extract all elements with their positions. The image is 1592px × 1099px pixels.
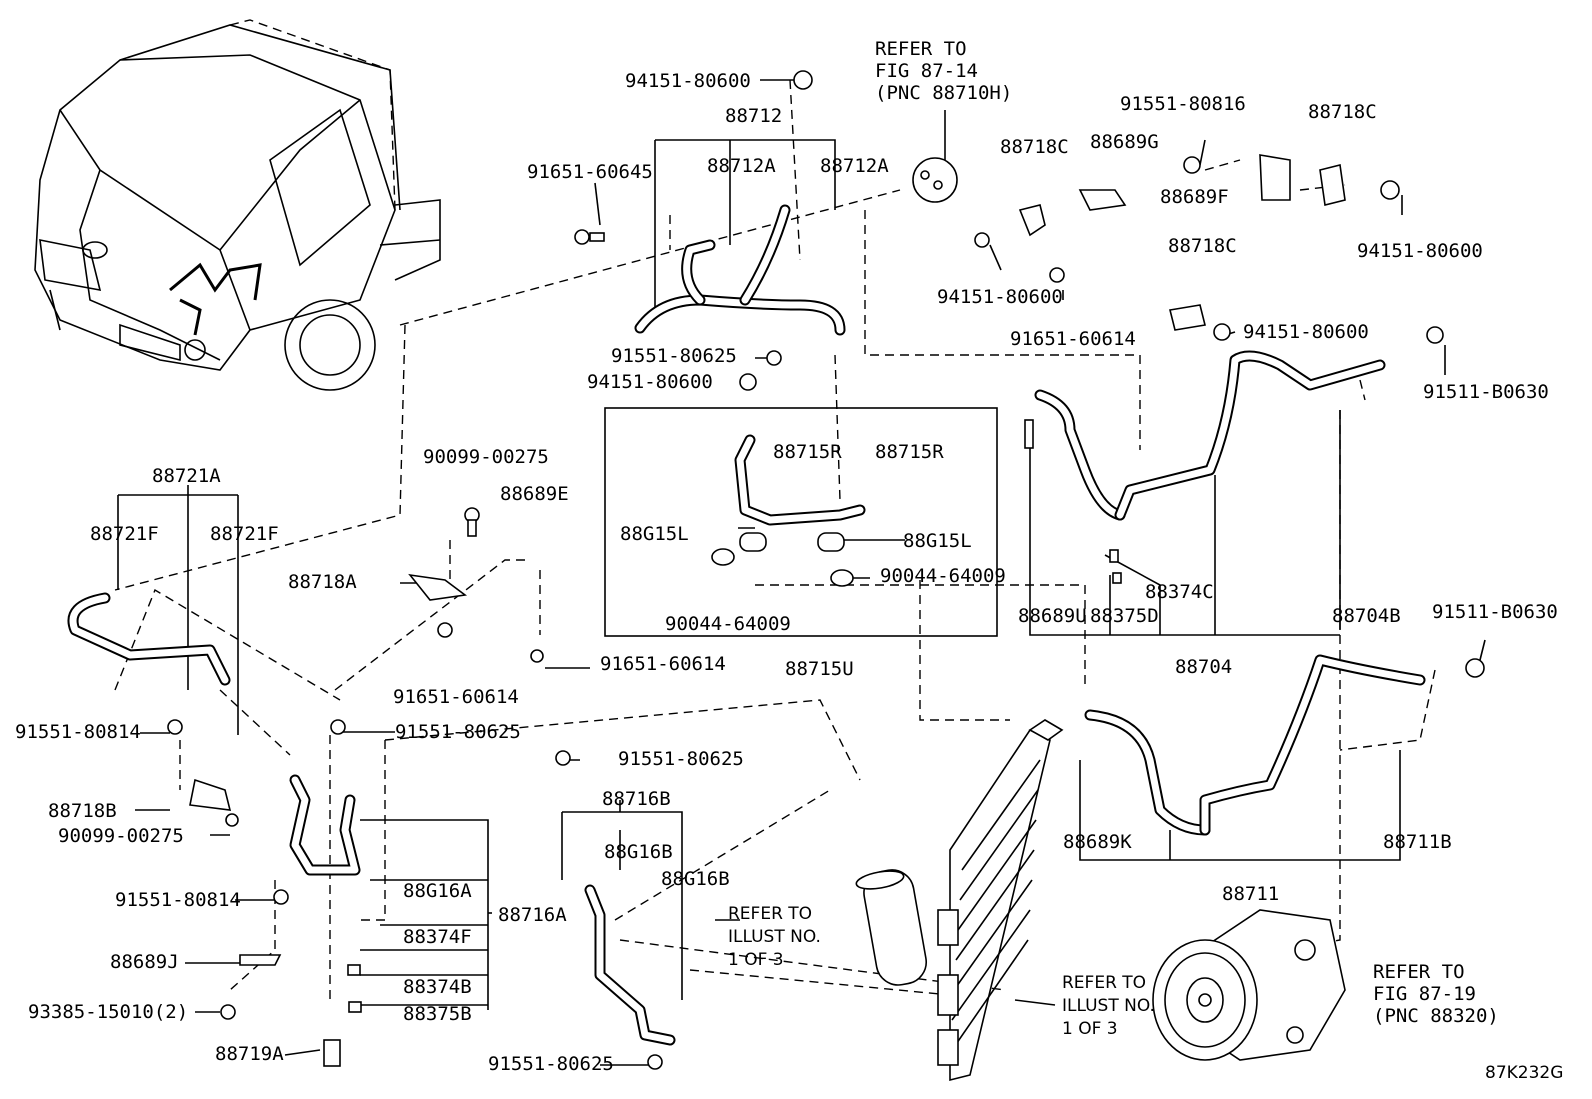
label-91551-80816: 91551-80816 xyxy=(1120,93,1246,115)
label-94151-80600-top: 94151-80600 xyxy=(625,70,751,92)
label-88718C-top-left: 88718C xyxy=(1000,136,1069,158)
label-88712: 88712 xyxy=(725,105,782,127)
label-90099-00275-top: 90099-00275 xyxy=(423,446,549,468)
label-88374F: 88374F xyxy=(403,926,472,948)
label-91551-80625-mid: 91551-80625 xyxy=(611,345,737,367)
figure-code: 87K232G xyxy=(1485,1063,1563,1083)
refer-illust-left-line1: REFER TO xyxy=(728,904,812,924)
label-88719A: 88719A xyxy=(215,1043,284,1065)
compressor xyxy=(1152,909,1346,1061)
label-88712A-left: 88712A xyxy=(707,155,776,177)
label-88715R-left: 88715R xyxy=(773,441,842,463)
label-88689F: 88689F xyxy=(1160,186,1229,208)
label-94151-80600-mid: 94151-80600 xyxy=(587,371,713,393)
label-94151-80600-right-top: 94151-80600 xyxy=(1357,240,1483,262)
refer-fig-87-14-line1: REFER TO xyxy=(875,38,967,60)
part-labels: 94151-80600 88712 88712A 88712A 91651-60… xyxy=(15,38,1563,1083)
label-88689J: 88689J xyxy=(110,951,179,973)
truck-illustration xyxy=(34,19,441,391)
label-88718B: 88718B xyxy=(48,800,117,822)
label-88715U: 88715U xyxy=(785,658,854,680)
refer-illust-right-line3: 1 OF 3 xyxy=(1062,1019,1118,1039)
label-88689U: 88689U xyxy=(1018,605,1087,627)
label-88718C-top-right: 88718C xyxy=(1308,101,1377,123)
label-88704: 88704 xyxy=(1175,656,1232,678)
label-90099-00275-bottom: 90099-00275 xyxy=(58,825,184,847)
label-88721F-right: 88721F xyxy=(210,523,279,545)
refer-illust-left-line2: ILLUST NO. xyxy=(728,927,821,947)
label-88689K: 88689K xyxy=(1063,831,1132,853)
label-88689G: 88689G xyxy=(1090,131,1159,153)
refer-fig-87-14-line2: FIG 87-14 xyxy=(875,60,978,82)
label-88G16B-right: 88G16B xyxy=(661,868,730,890)
refer-fig-87-19-line1: REFER TO xyxy=(1373,961,1465,983)
label-91551-80625-center: 91551-80625 xyxy=(618,748,744,770)
label-90044-64009-right: 90044-64009 xyxy=(880,565,1006,587)
label-88704B: 88704B xyxy=(1332,605,1401,627)
label-93385-15010: 93385-15010(2) xyxy=(28,1001,188,1023)
label-88G16A: 88G16A xyxy=(403,880,472,902)
refer-illust-right-line2: ILLUST NO. xyxy=(1062,996,1155,1016)
label-91551-80814-top: 91551-80814 xyxy=(15,721,141,743)
label-88711B: 88711B xyxy=(1383,831,1452,853)
refer-fig-87-14-line3: (PNC 88710H) xyxy=(875,82,1012,104)
label-91651-60614-right: 91651-60614 xyxy=(1010,328,1136,350)
label-88G15L-right: 88G15L xyxy=(903,530,972,552)
leader-lines xyxy=(114,79,1436,1000)
label-94151-80600-right-mid: 94151-80600 xyxy=(1243,321,1369,343)
label-88G15L-left: 88G15L xyxy=(620,523,689,545)
label-88374C: 88374C xyxy=(1145,581,1214,603)
label-91651-60614-left: 91651-60614 xyxy=(393,686,519,708)
label-91551-80625-left: 91551-80625 xyxy=(395,721,521,743)
label-88G16B-left: 88G16B xyxy=(604,841,673,863)
refer-fig-87-19-line2: FIG 87-19 xyxy=(1373,983,1476,1005)
callout-lines xyxy=(117,79,1486,1066)
refer-illust-right-line1: REFER TO xyxy=(1062,973,1146,993)
label-88711: 88711 xyxy=(1222,883,1279,905)
label-90044-64009-left: 90044-64009 xyxy=(665,613,791,635)
label-88712A-right: 88712A xyxy=(820,155,889,177)
receiver-dryer xyxy=(855,869,928,986)
label-88374B: 88374B xyxy=(403,976,472,998)
label-88718A: 88718A xyxy=(288,571,357,593)
label-91551-80625-bottom: 91551-80625 xyxy=(488,1053,614,1075)
label-88716A: 88716A xyxy=(498,904,567,926)
label-91651-60645: 91651-60645 xyxy=(527,161,653,183)
refer-illust-left-line3: 1 OF 3 xyxy=(728,950,784,970)
parts xyxy=(167,70,1485,1082)
refer-fig-87-19-line3: (PNC 88320) xyxy=(1373,1005,1499,1027)
label-91651-60614-mid: 91651-60614 xyxy=(600,653,726,675)
label-91511-B0630-top: 91511-B0630 xyxy=(1423,381,1549,403)
label-94151-80600-left-mid: 94151-80600 xyxy=(937,286,1063,308)
condenser xyxy=(937,719,1064,1082)
label-88715R-right: 88715R xyxy=(875,441,944,463)
label-91551-80814-bottom: 91551-80814 xyxy=(115,889,241,911)
label-91511-B0630-bottom: 91511-B0630 xyxy=(1432,601,1558,623)
label-88718C-mid: 88718C xyxy=(1168,235,1237,257)
label-88721A: 88721A xyxy=(152,465,221,487)
label-88375D: 88375D xyxy=(1090,605,1159,627)
label-88375B: 88375B xyxy=(403,1003,472,1025)
label-88689E: 88689E xyxy=(500,483,569,505)
label-88721F-left: 88721F xyxy=(90,523,159,545)
label-88716B: 88716B xyxy=(602,788,671,810)
hoses xyxy=(67,204,1426,1046)
